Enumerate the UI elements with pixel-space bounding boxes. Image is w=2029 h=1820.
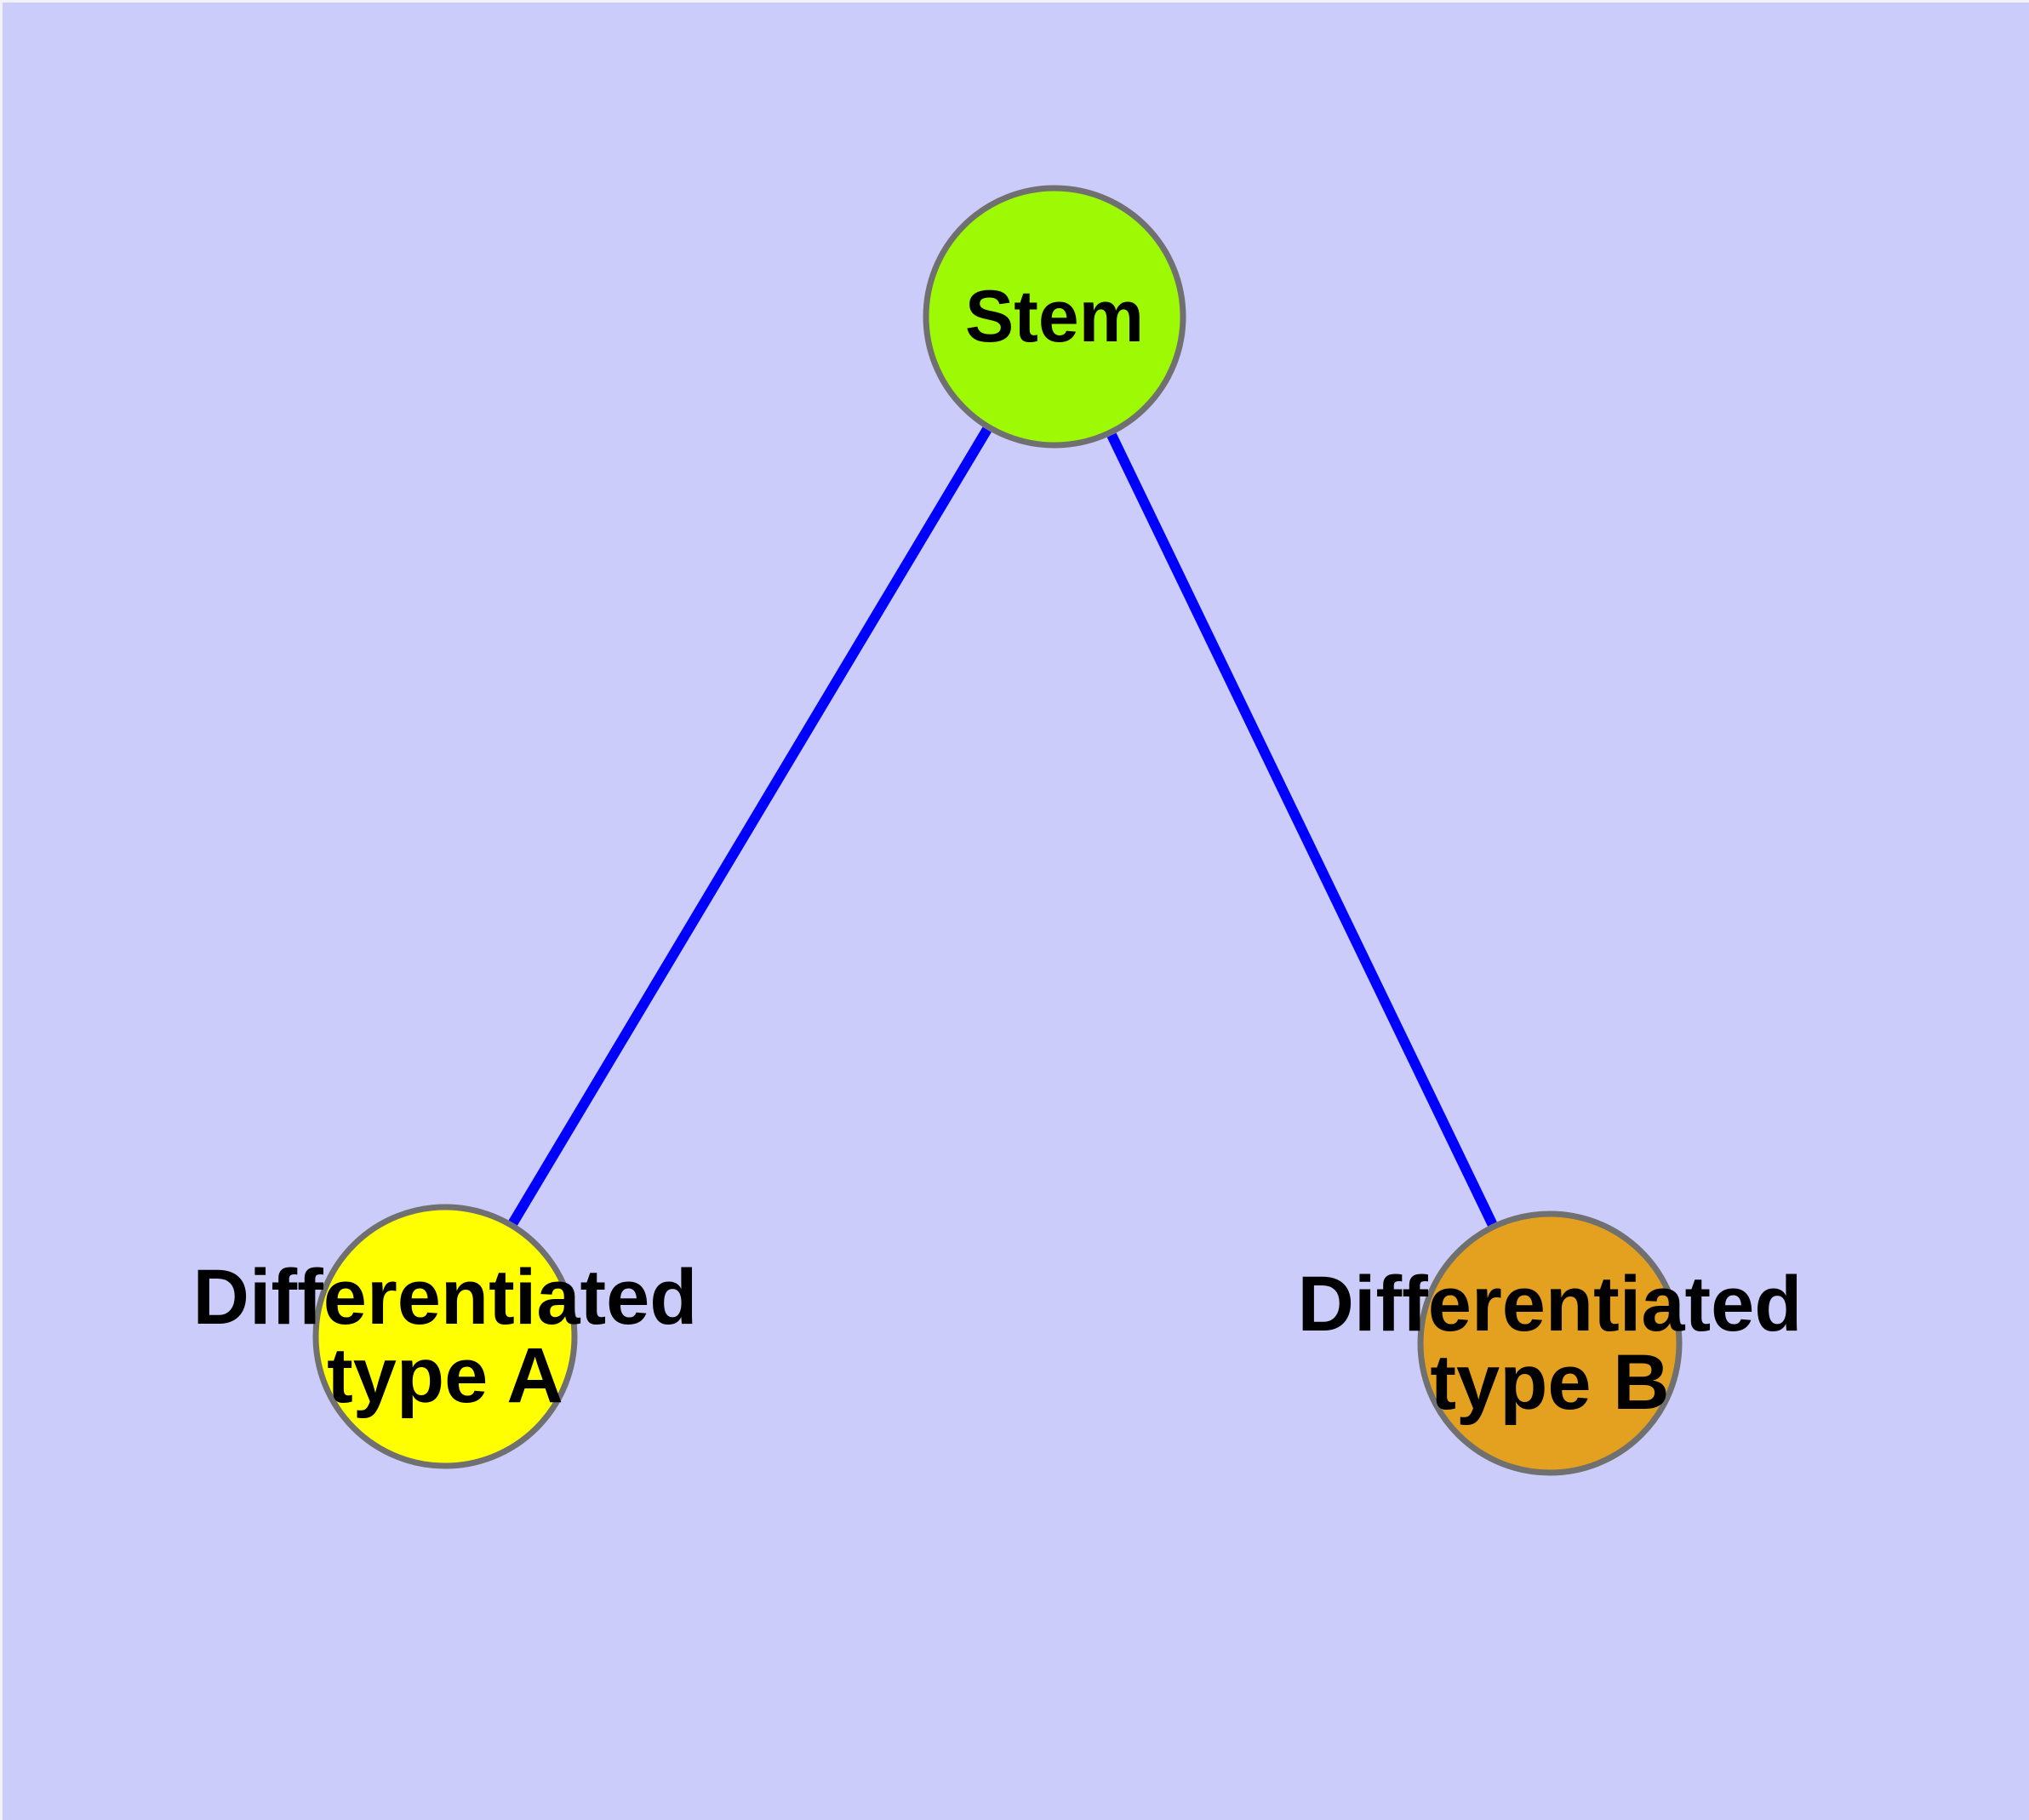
edge-stem-to-differentiated-type-a[interactable] (508, 426, 992, 1226)
edge-layer (508, 426, 1497, 1227)
node-differentiated-type-b[interactable] (1417, 1210, 1683, 1476)
graph-svg (312, 185, 1683, 1476)
node-stem[interactable] (923, 185, 1186, 449)
node-layer (312, 185, 1683, 1476)
node-differentiated-type-a[interactable] (312, 1204, 578, 1469)
edge-stem-to-differentiated-type-b[interactable] (1106, 432, 1497, 1227)
